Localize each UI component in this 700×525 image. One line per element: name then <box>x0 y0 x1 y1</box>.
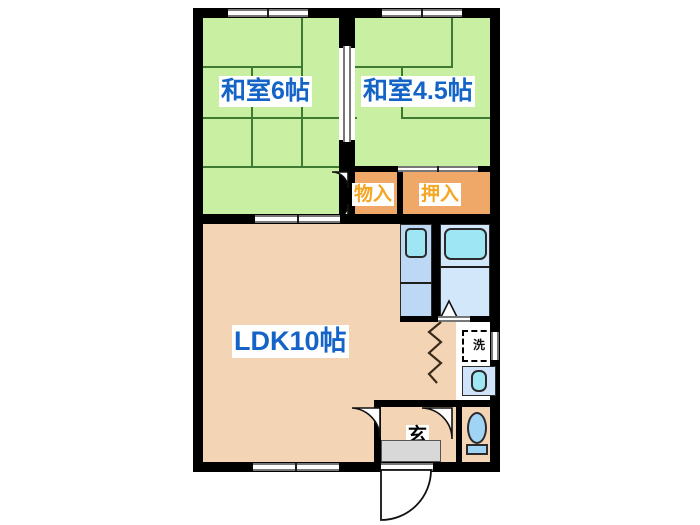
sliding-door-between-rooms-2[interactable] <box>343 94 351 142</box>
kitchen-counter-seam <box>400 282 432 284</box>
storage-monoire-label: 物入 <box>352 183 395 206</box>
wall-entry-top <box>374 400 500 407</box>
window-sash <box>295 463 297 471</box>
wall-between-closets <box>397 172 403 220</box>
tatami-seam <box>203 166 339 168</box>
tatami-seam <box>301 117 339 119</box>
wall-kitchen-bath <box>432 224 440 322</box>
exterior-wall-top <box>193 8 500 18</box>
room-washitsu-45-label: 和室4.5帖 <box>361 76 475 107</box>
door-swing-hall-right[interactable] <box>420 406 454 440</box>
bathroom-entry-threshold[interactable] <box>438 316 470 322</box>
washing-machine-label: 洗 <box>473 338 486 352</box>
bathtub <box>444 228 487 260</box>
toilet-tank <box>466 444 488 455</box>
genkan-step <box>381 440 441 462</box>
tatami-seam <box>203 66 303 68</box>
room-washitsu-6-label: 和室6帖 <box>219 76 312 107</box>
room-ldk-label: LDK10帖 <box>232 325 349 358</box>
room-ldk-kitchen-strip <box>400 322 456 402</box>
tatami-seam <box>251 66 253 167</box>
sliding-door-between-rooms[interactable] <box>343 46 351 96</box>
tatami-seam <box>355 117 357 119</box>
entrance-door-swing[interactable] <box>379 469 437 522</box>
tatami-seam <box>401 66 453 68</box>
window-washroom-right[interactable] <box>491 332 499 360</box>
wall-ldk-top <box>193 214 500 224</box>
interior-wall-between-tatami-rooms <box>339 18 355 48</box>
door-jamb-hall <box>374 437 381 462</box>
exterior-wall-bottom <box>193 462 500 472</box>
kitchen-partition-zigzag <box>427 321 443 384</box>
wall-toilet-left <box>456 400 462 462</box>
room-washitsu-6-floor <box>203 18 339 220</box>
bathroom-door[interactable] <box>438 296 460 318</box>
window-sash <box>267 9 269 17</box>
toilet-bowl <box>467 412 487 444</box>
window-sash <box>421 9 423 17</box>
exterior-wall-left-lower <box>193 220 203 472</box>
exterior-wall-left-upper <box>193 8 203 220</box>
closet-door-sash <box>437 166 439 172</box>
exterior-wall-right-upper <box>490 8 500 220</box>
door-sash <box>297 215 299 223</box>
storage-oshiire-label: 押入 <box>419 183 462 206</box>
wall-monoire-left <box>347 172 355 220</box>
kitchen-sink-bowl <box>405 228 427 258</box>
washbasin-bowl <box>471 370 487 392</box>
wall-entry-left <box>374 400 381 462</box>
bathroom-seam <box>440 266 490 268</box>
door-swing-ldk-to-hall[interactable] <box>350 406 382 440</box>
tatami-seam <box>203 117 303 119</box>
tatami-seam <box>401 117 490 119</box>
tatami-seam <box>451 18 453 68</box>
